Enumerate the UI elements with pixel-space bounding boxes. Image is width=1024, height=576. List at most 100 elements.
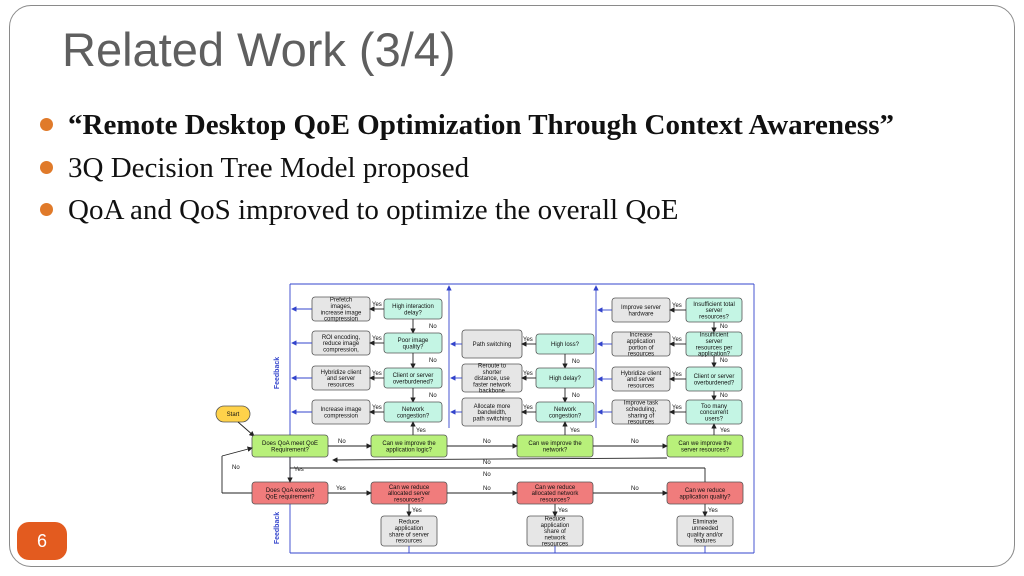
feedback-label: Feedback [274, 357, 281, 389]
server-question-box-text: application? [698, 352, 731, 358]
net-action-box-text: bandwidth, [477, 410, 506, 416]
eliminate-box-text: quality and/or [687, 532, 723, 538]
app-question-box-text: Client or server [393, 373, 434, 379]
bullet-text: 3Q Decision Tree Model proposed [68, 152, 470, 184]
net-action-box-text: Allocate more [474, 404, 511, 410]
server-action-box-text: sharing of [628, 413, 655, 419]
reduce-share-server-box-text: application [395, 526, 424, 532]
no-label: No [483, 460, 491, 466]
app-question-box-text: Poor image [398, 338, 429, 344]
server-action-box-text: Improve task [624, 401, 659, 407]
app-action-box-text: compression, [323, 347, 359, 353]
reduce-server-box-text: resources? [394, 497, 424, 503]
yes-label: Yes [372, 405, 382, 411]
server-action-box-text: portion of [628, 345, 653, 351]
bullet-item: 3Q Decision Tree Model proposed [40, 147, 940, 189]
server-action-box-text: Increase [629, 333, 653, 339]
no-label: No [631, 439, 639, 445]
server-question-box-text: users? [705, 416, 724, 422]
server-action-box-text: Improve server [621, 305, 661, 311]
server-question-box-text: concurrent [700, 410, 729, 416]
app-question-box-text: overburdened? [393, 379, 434, 385]
start-box-text: Start [227, 412, 240, 418]
qoa-meet-box-text: Does QoA meet QoE [262, 441, 318, 447]
reduce-net-box-text: Can we reduce [535, 485, 576, 491]
improve-server-box-text: server resources? [681, 447, 730, 453]
reduce-share-net-box-text: application [541, 523, 570, 529]
no-label: No [572, 393, 580, 399]
reduce-share-net-box-text: Reduce [545, 517, 566, 523]
app-question-box-text: congestion? [397, 413, 430, 419]
no-label: No [483, 439, 491, 445]
reduce-server-box-text: allocated server [388, 491, 430, 497]
qoa-exceed-box-text: Does QoA exceed [266, 488, 314, 494]
no-label: No [720, 393, 728, 399]
yes-label: Yes [708, 508, 718, 514]
yes-label: Yes [523, 405, 533, 411]
flow-arrow [332, 457, 668, 463]
reduce-share-server-box-text: resources [396, 539, 422, 545]
bullet-dot-icon [40, 203, 53, 216]
yes-label: Yes [672, 372, 682, 378]
server-question-box-text: Insufficient total [693, 302, 735, 308]
bullet-dot-icon [40, 161, 53, 174]
improve-net-box-text: network? [543, 447, 568, 453]
bullet-dot-icon [40, 118, 53, 131]
server-action-box-text: Hybridize client [621, 371, 662, 377]
yes-label: Yes [558, 508, 568, 514]
app-action-box-text: increase image [321, 310, 362, 316]
yes-label: Yes [672, 405, 682, 411]
reduce-net-box-text: resources? [540, 497, 570, 503]
yes-label: Yes [720, 428, 730, 434]
app-action-box-text: images, [330, 304, 351, 310]
server-action-box-text: resources [628, 420, 654, 426]
server-question-box-text: overburdened? [694, 380, 735, 386]
bullet-item: QoA and QoS improved to optimize the ove… [40, 189, 940, 231]
yes-label: Yes [372, 371, 382, 377]
app-question-box-text: quality? [403, 344, 424, 350]
reduce-quality-box-text: application quality? [679, 494, 731, 500]
server-action-box-text: resources [628, 352, 654, 358]
app-action-box-text: Increase image [320, 407, 362, 413]
app-action-box-text: resources [328, 382, 354, 388]
server-question-box-text: resources? [699, 314, 729, 320]
server-action-box-text: resources [628, 383, 654, 389]
net-action-box-text: distance, use [474, 376, 510, 382]
qoa-meet-box-text: Requirement? [271, 447, 309, 453]
no-label: No [483, 486, 491, 492]
app-action-box-text: and server [327, 376, 355, 382]
yes-label: Yes [372, 336, 382, 342]
yes-label: Yes [672, 337, 682, 343]
server-action-box-text: hardware [628, 311, 654, 317]
server-action-box-text: scheduling, [626, 407, 657, 413]
improve-server-box-text: Can we improve the [678, 441, 732, 447]
improve-app-box-text: Can we improve the [382, 441, 436, 447]
yes-label: Yes [372, 302, 382, 308]
bullet-list: “Remote Desktop QoE Optimization Through… [40, 104, 940, 231]
app-action-box-text: Prefetch [330, 298, 352, 304]
server-action-box-text: application [627, 339, 656, 345]
no-label: No [483, 472, 491, 478]
flow-arrow [221, 446, 253, 457]
app-action-box-text: compression [324, 317, 358, 323]
no-label: No [720, 358, 728, 364]
net-action-box-text: shorter [483, 370, 502, 376]
no-label: No [429, 358, 437, 364]
reduce-server-box-text: Can we reduce [389, 485, 430, 491]
yes-label: Yes [412, 508, 422, 514]
bullet-text: QoA and QoS improved to optimize the ove… [68, 194, 679, 226]
server-question-box-text: Client or server [694, 374, 735, 380]
reduce-share-net-box-text: share of [544, 529, 566, 535]
start-box [215, 405, 251, 423]
reduce-quality-box-text: Can we reduce [685, 488, 726, 494]
net-question-box-text: congestion? [549, 413, 582, 419]
flow-arrow [237, 421, 255, 437]
improve-net-box-text: Can we improve the [528, 441, 582, 447]
yes-label: Yes [523, 371, 533, 377]
bullet-item: “Remote Desktop QoE Optimization Through… [40, 104, 940, 147]
app-question-box-text: Network [402, 407, 425, 413]
server-question-box-text: server [706, 339, 723, 345]
no-label: No [572, 359, 580, 365]
